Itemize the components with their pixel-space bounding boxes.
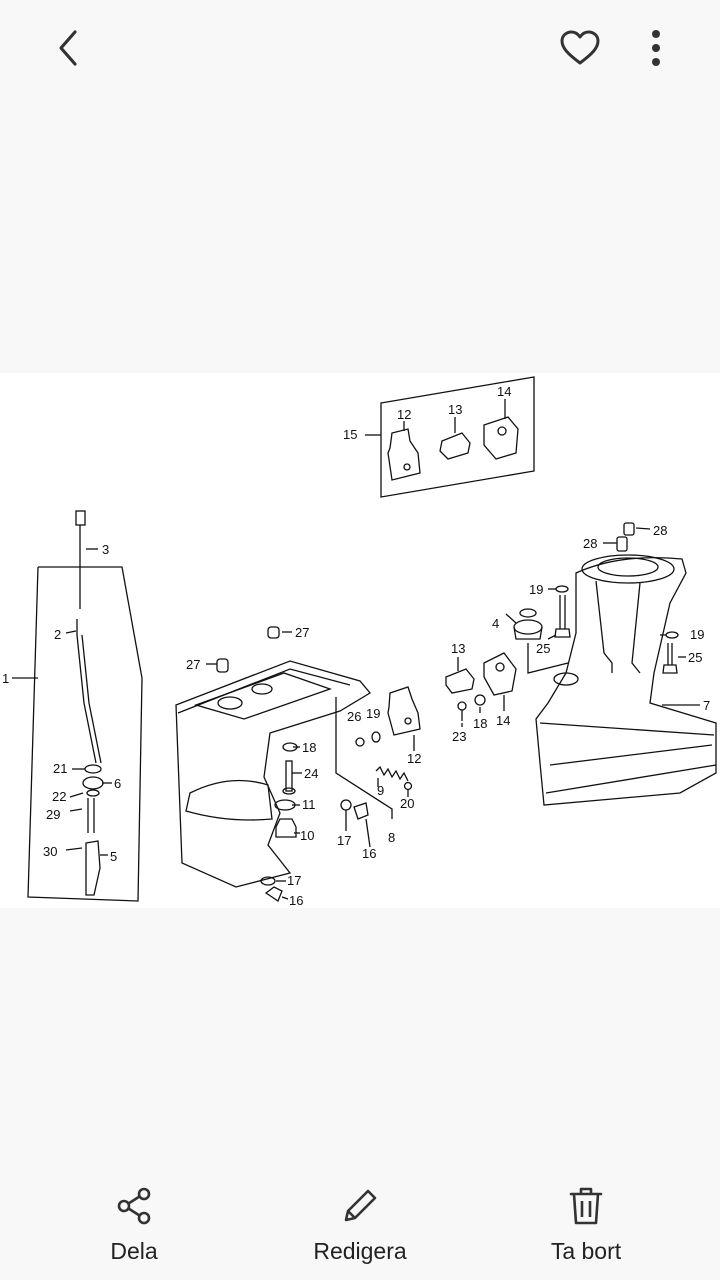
label-5: 5	[110, 849, 117, 864]
label-11: 11	[302, 797, 316, 812]
label-27a: 27	[295, 625, 309, 640]
label-7: 7	[703, 698, 710, 713]
label-26: 26	[347, 709, 361, 724]
share-button[interactable]: Dela	[44, 1186, 224, 1276]
label-25a: 25	[536, 641, 550, 656]
label-19a: 19	[366, 706, 380, 721]
label-13: 13	[448, 402, 462, 417]
label-8: 8	[388, 830, 395, 845]
share-label: Dela	[110, 1238, 158, 1264]
trash-icon	[566, 1186, 606, 1226]
label-18a: 18	[302, 740, 316, 755]
label-19b: 19	[529, 582, 543, 597]
more-options-button[interactable]	[630, 22, 682, 74]
label-17a: 17	[287, 873, 301, 888]
label-16a: 16	[289, 893, 303, 908]
share-icon	[114, 1186, 154, 1226]
label-2: 2	[54, 627, 61, 642]
label-27b: 27	[186, 657, 200, 672]
label-15: 15	[343, 427, 357, 442]
label-13b: 13	[451, 641, 465, 656]
parts-diagram: 15 12 13 14 3 2 1 21 6 22 29 30 5 27 27 …	[2, 376, 717, 908]
label-22: 22	[52, 789, 66, 804]
label-9: 9	[377, 783, 384, 798]
edit-button[interactable]: Redigera	[270, 1186, 450, 1276]
label-12: 12	[397, 407, 411, 422]
label-17b: 17	[337, 833, 351, 848]
label-16b: 16	[362, 846, 376, 861]
label-4: 4	[492, 616, 499, 631]
label-1: 1	[2, 671, 9, 686]
label-24: 24	[304, 766, 318, 781]
label-12b: 12	[407, 751, 421, 766]
top-toolbar	[0, 0, 720, 100]
label-23: 23	[452, 729, 466, 744]
back-button[interactable]	[40, 22, 96, 74]
favorite-button[interactable]	[552, 22, 608, 74]
chevron-left-icon	[59, 30, 77, 66]
vertical-dots-icon	[652, 30, 660, 66]
pencil-icon	[340, 1186, 380, 1226]
delete-label: Ta bort	[550, 1238, 622, 1264]
part-number-labels: 15 12 13 14 3 2 1 21 6 22 29 30 5 27 27 …	[2, 384, 710, 908]
label-14b: 14	[496, 713, 510, 728]
label-21: 21	[53, 761, 67, 776]
label-30: 30	[43, 844, 57, 859]
label-10: 10	[300, 828, 314, 843]
image-viewer[interactable]: 15 12 13 14 3 2 1 21 6 22 29 30 5 27 27 …	[0, 373, 720, 908]
label-29: 29	[46, 807, 60, 822]
label-18b: 18	[473, 716, 487, 731]
label-19c: 19	[690, 627, 704, 642]
label-3: 3	[102, 542, 109, 557]
edit-label: Redigera	[313, 1238, 407, 1264]
label-14: 14	[497, 384, 511, 399]
label-20: 20	[400, 796, 414, 811]
heart-outline-icon	[560, 30, 600, 65]
label-28b: 28	[583, 536, 597, 551]
bottom-action-bar: Dela Redigera Ta bort	[0, 1170, 720, 1280]
label-28a: 28	[653, 523, 667, 538]
label-6: 6	[114, 776, 121, 791]
delete-button[interactable]: Ta bort	[496, 1186, 676, 1276]
label-25b: 25	[688, 650, 702, 665]
